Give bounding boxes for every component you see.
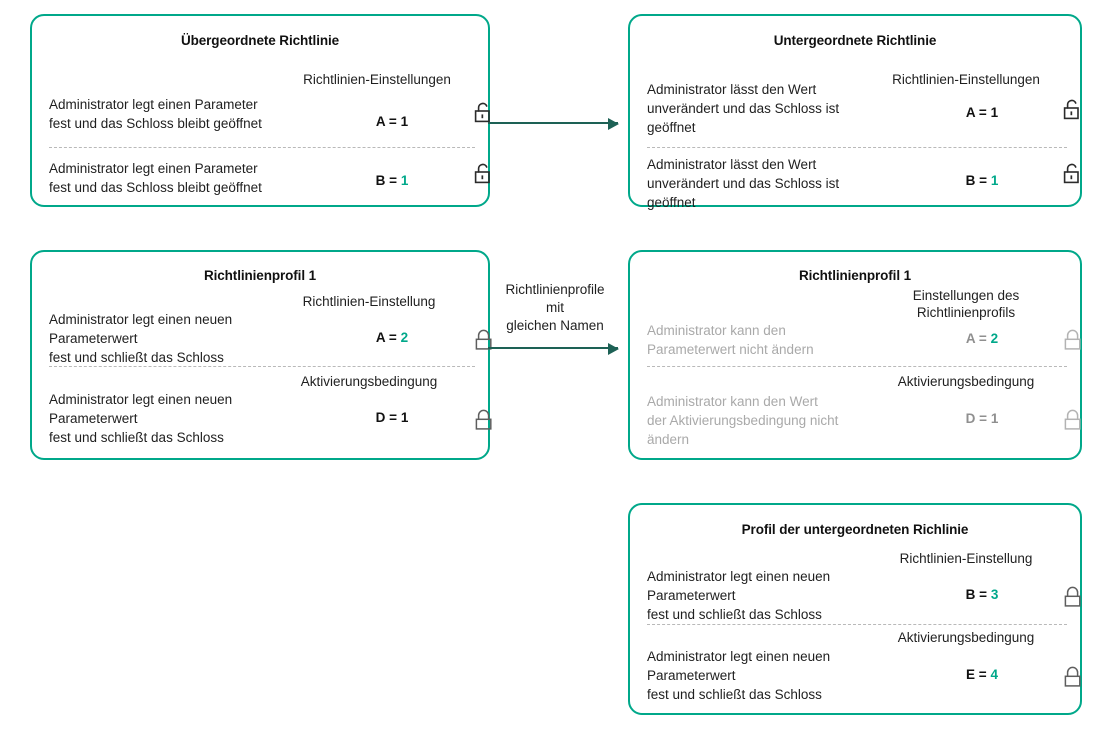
row-description: Administrator legt einen neuen Parameter… <box>49 392 233 445</box>
card-child-policy: Untergeordnete Richtlinie Richtlinien-Ei… <box>628 14 1084 210</box>
lock-open-icon <box>473 162 495 186</box>
lock-open-icon <box>1062 98 1084 122</box>
card-title: Untergeordnete Richtlinie <box>773 33 937 48</box>
lock-open-icon <box>473 101 495 125</box>
lock-closed-icon <box>1062 408 1084 432</box>
lock-closed-icon <box>1062 328 1084 352</box>
row-param-value: 1 <box>990 173 999 188</box>
card-title: Profil der untergeordneten Richlinie <box>741 522 969 537</box>
card-title: Richtlinienprofil 1 <box>203 268 317 283</box>
row-description: Administrator legt einen neuen Parameter… <box>647 569 831 622</box>
row-divider <box>49 366 475 367</box>
row-divider <box>647 366 1067 367</box>
row-description: Administrator lässt den Wert unverändert… <box>647 157 840 210</box>
column-header: Richtlinien-Einstellungen <box>892 72 1040 87</box>
card-title: Übergeordnete Richtlinie <box>180 33 340 48</box>
card-policy-profile-1-left: Richtlinienprofil 1 Richtlinien-Einstell… <box>30 250 492 460</box>
row-value: A = 1 <box>927 105 1037 120</box>
row-value: B = 3 <box>927 587 1037 602</box>
row-param-label: D = <box>965 411 988 426</box>
lock-closed-icon <box>473 328 495 352</box>
row-description: Administrator kann den Wert der Aktivier… <box>647 394 839 447</box>
row-param-label: E = <box>966 667 987 682</box>
row-value: B = 1 <box>337 173 447 188</box>
row-param-value: 2 <box>990 331 999 346</box>
arrow-top <box>488 118 619 130</box>
row-description: Administrator kann den Parameterwert nic… <box>647 323 814 357</box>
row-value: D = 1 <box>927 411 1037 426</box>
row-description: Administrator legt einen neuen Parameter… <box>647 649 831 702</box>
row-param-label: A = <box>965 331 987 346</box>
row-param-value: 1 <box>400 410 409 425</box>
row-description: Administrator legt einen neuen Parameter… <box>49 312 233 365</box>
card-child-policy-profile: Profil der untergeordneten Richlinie Ric… <box>628 503 1082 715</box>
row-divider <box>647 147 1067 148</box>
arrow-middle-label: Richtlinienprofile mit gleichen Namen <box>505 282 605 333</box>
row-value: A = 1 <box>337 114 447 129</box>
lock-closed-icon <box>1062 665 1084 689</box>
column-header: Richtlinien-Einstellung <box>302 294 436 309</box>
row-value: B = 1 <box>927 173 1037 188</box>
column-header: Aktivierungsbedingung <box>897 374 1035 389</box>
row-value: A = 2 <box>337 330 447 345</box>
row-param-label: A = <box>375 114 397 129</box>
row-divider <box>49 147 475 148</box>
arrow-middle <box>488 343 619 355</box>
row-param-value: 1 <box>400 114 409 129</box>
row-value: D = 1 <box>337 410 447 425</box>
row-value: A = 2 <box>927 331 1037 346</box>
row-param-value: 2 <box>400 330 409 345</box>
lock-closed-icon <box>473 408 495 432</box>
lock-closed-icon <box>1062 585 1084 609</box>
row-param-label: B = <box>965 173 988 188</box>
row-param-value: 1 <box>400 173 409 188</box>
row-param-label: A = <box>965 105 987 120</box>
column-header: Aktivierungsbedingung <box>897 630 1035 645</box>
row-description: Administrator lässt den Wert unverändert… <box>647 82 840 135</box>
column-header: Richtlinien-Einstellungen <box>303 72 451 87</box>
row-description: Administrator legt einen Parameter fest … <box>49 161 262 195</box>
card-policy-profile-1-right: Richtlinienprofil 1 Einstellungen des Ri… <box>628 250 1082 460</box>
row-param-value: 1 <box>990 411 999 426</box>
row-param-label: B = <box>965 587 988 602</box>
row-value: E = 4 <box>927 667 1037 682</box>
row-param-label: A = <box>375 330 397 345</box>
row-param-value: 4 <box>990 667 998 682</box>
column-header: Einstellungen des Richtlinienprofils <box>912 288 1020 320</box>
column-header: Aktivierungsbedingung <box>300 374 438 389</box>
row-param-value: 3 <box>990 587 999 602</box>
row-param-value: 1 <box>990 105 999 120</box>
lock-open-icon <box>1062 162 1084 186</box>
row-param-label: D = <box>375 410 398 425</box>
card-parent-policy: Übergeordnete Richtlinie Richtlinien-Ein… <box>30 14 490 207</box>
column-header: Richtlinien-Einstellung <box>899 551 1033 566</box>
row-param-label: B = <box>375 173 398 188</box>
row-description: Administrator legt einen Parameter fest … <box>49 97 262 131</box>
row-divider <box>647 624 1067 625</box>
card-title: Richtlinienprofil 1 <box>798 268 912 283</box>
